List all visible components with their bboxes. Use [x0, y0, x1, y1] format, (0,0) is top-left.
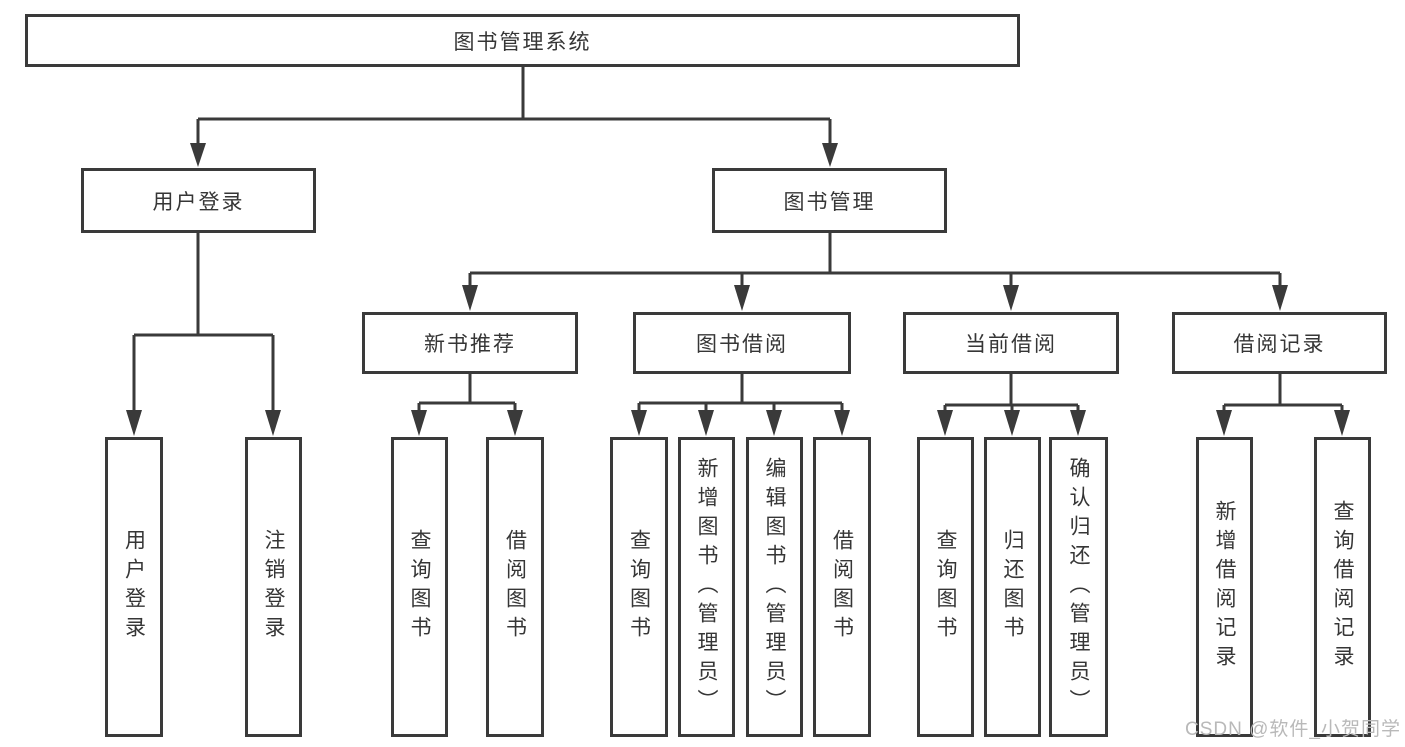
node-book-management-label: 图书管理: [783, 190, 876, 214]
node-root: 图书管理系统: [25, 14, 1020, 67]
leaf-add-books-admin: 新增图书（管理员）: [678, 437, 735, 737]
arrow-down-icon: [766, 410, 782, 436]
arrow-down-icon: [126, 410, 142, 436]
arrow-down-icon: [631, 410, 647, 436]
arrow-down-icon: [1004, 410, 1020, 436]
leaf-add-borrow-record-label: 新增借阅记录: [1213, 500, 1236, 674]
leaf-confirm-return-admin-label: 确认归还（管理员）: [1067, 456, 1090, 718]
leaf-query-books-3-label: 查询图书: [934, 529, 957, 645]
node-new-book-recommend: 新书推荐: [362, 312, 578, 374]
leaf-edit-books-admin: 编辑图书（管理员）: [746, 437, 803, 737]
leaf-query-books-1-label: 查询图书: [408, 529, 431, 645]
leaf-user-login: 用户登录: [105, 437, 163, 737]
connector-book-management-to-level3: [462, 233, 1288, 311]
node-book-management: 图书管理: [712, 168, 947, 233]
leaf-add-books-admin-label: 新增图书（管理员）: [695, 456, 718, 718]
arrow-down-icon: [834, 410, 850, 436]
arrow-down-icon: [822, 143, 838, 167]
watermark: CSDN @软件_小贺同学: [1185, 719, 1401, 740]
connector-book-borrow-children: [631, 374, 850, 436]
arrow-down-icon: [698, 410, 714, 436]
connector-user-login-children: [126, 233, 281, 436]
connector-current-borrow-children: [937, 374, 1086, 436]
node-borrow-records: 借阅记录: [1172, 312, 1387, 374]
connector-borrow-record-children: [1216, 374, 1350, 436]
node-current-borrow: 当前借阅: [903, 312, 1119, 374]
leaf-borrow-books-2-label: 借阅图书: [830, 529, 854, 645]
arrow-down-icon: [462, 285, 478, 311]
leaf-query-borrow-record-label: 查询借阅记录: [1331, 500, 1354, 674]
arrow-down-icon: [1334, 410, 1350, 436]
node-book-borrow: 图书借阅: [633, 312, 851, 374]
leaf-borrow-books-2: 借阅图书: [813, 437, 871, 737]
node-current-borrow-label: 当前借阅: [965, 333, 1057, 356]
leaf-query-books-2: 查询图书: [610, 437, 668, 737]
arrow-down-icon: [190, 143, 206, 167]
arrow-down-icon: [507, 410, 523, 436]
arrow-down-icon: [734, 285, 750, 311]
leaf-add-borrow-record: 新增借阅记录: [1196, 437, 1253, 737]
node-new-book-recommend-label: 新书推荐: [424, 333, 516, 356]
leaf-confirm-return-admin: 确认归还（管理员）: [1049, 437, 1108, 737]
arrow-down-icon: [1272, 285, 1288, 311]
arrow-down-icon: [265, 410, 281, 436]
leaf-borrow-books-1-label: 借阅图书: [503, 529, 527, 645]
arrow-down-icon: [411, 410, 427, 436]
arrow-down-icon: [1216, 410, 1232, 436]
leaf-edit-books-admin-label: 编辑图书（管理员）: [763, 456, 786, 718]
node-book-borrow-label: 图书借阅: [696, 333, 788, 356]
connector-new-book-children: [411, 374, 523, 436]
leaf-borrow-books-1: 借阅图书: [486, 437, 544, 737]
arrow-down-icon: [1070, 410, 1086, 436]
node-user-login: 用户登录: [81, 168, 316, 233]
connector-root-to-level2: [190, 66, 838, 167]
leaf-query-borrow-record: 查询借阅记录: [1314, 437, 1371, 737]
arrow-down-icon: [937, 410, 953, 436]
leaf-query-books-3: 查询图书: [917, 437, 974, 737]
node-user-login-label: 用户登录: [152, 190, 245, 214]
leaf-logout-login: 注销登录: [245, 437, 302, 737]
leaf-query-books-2-label: 查询图书: [627, 529, 651, 645]
leaf-user-login-label: 用户登录: [122, 529, 146, 645]
arrow-down-icon: [1003, 285, 1019, 311]
leaf-return-books-label: 归还图书: [1001, 529, 1024, 645]
leaf-logout-login-label: 注销登录: [262, 529, 285, 645]
node-root-label: 图书管理系统: [453, 30, 592, 54]
leaf-query-books-1: 查询图书: [391, 437, 448, 737]
node-borrow-records-label: 借阅记录: [1233, 333, 1326, 356]
leaf-return-books: 归还图书: [984, 437, 1041, 737]
